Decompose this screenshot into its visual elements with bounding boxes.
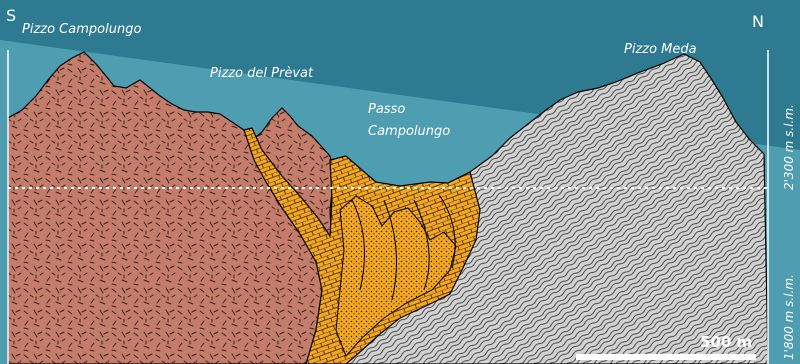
elevation-lower-label: 1'800 m s.l.m.: [782, 274, 796, 360]
fold-lines: [351, 195, 456, 301]
label-passo-line2: Campolungo: [368, 124, 451, 139]
elevation-upper-label: 2'300 m s.l.m.: [782, 104, 796, 190]
scale-bar-label: 500 m: [700, 333, 753, 351]
label-pizzo-prevat: Pizzo del Prèvat: [210, 66, 314, 81]
label-pizzo-campolungo: Pizzo Campolungo: [22, 22, 142, 37]
south-label: S: [6, 6, 17, 25]
label-passo-line1: Passo: [368, 102, 406, 117]
north-label: N: [752, 12, 764, 31]
scale-bar: [576, 354, 756, 360]
label-pizzo-meda: Pizzo Meda: [624, 42, 697, 57]
